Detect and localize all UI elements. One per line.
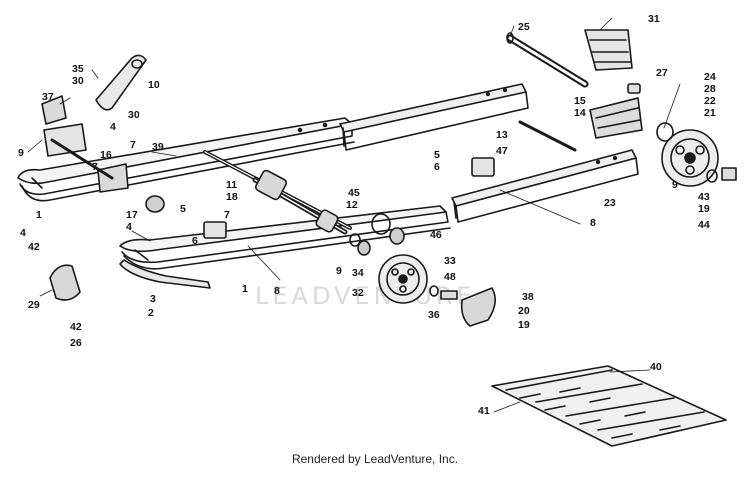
- callout-50: 47: [496, 145, 508, 157]
- rear-axle-bracket: [589, 97, 643, 139]
- callout-4: 30: [128, 109, 140, 121]
- callout-56: 44: [698, 219, 710, 231]
- callout-49: 13: [496, 129, 508, 141]
- callout-37: 38: [522, 291, 534, 303]
- bumper: [145, 195, 165, 213]
- washer-rear: [706, 169, 718, 183]
- callout-18: 4: [20, 227, 26, 239]
- rear-bracket: [584, 29, 633, 71]
- callout-42: 27: [656, 67, 668, 79]
- callout-27: 8: [274, 285, 280, 297]
- callout-43: 24: [704, 71, 716, 83]
- rail-right-lower: [451, 149, 639, 223]
- rail-left-lower: [119, 205, 451, 270]
- footer-credit: Rendered by LeadVenture, Inc.: [291, 452, 459, 466]
- callout-2: 10: [148, 79, 160, 91]
- callout-38: 20: [518, 305, 530, 317]
- callout-15: 5: [180, 203, 186, 215]
- callout-24: 42: [70, 321, 82, 333]
- bushing: [389, 227, 405, 245]
- callout-60: 41: [478, 405, 490, 417]
- callout-59: 40: [650, 361, 662, 373]
- cap-rear: [721, 167, 737, 181]
- callout-11: 1: [36, 209, 42, 221]
- spacer-tube: [440, 290, 458, 300]
- callout-47: 15: [574, 95, 586, 107]
- callout-6: 7: [130, 139, 136, 151]
- callout-1: 30: [72, 75, 84, 87]
- callout-58: 8: [590, 217, 596, 229]
- rod: [518, 120, 577, 152]
- shock-mount: [460, 287, 496, 327]
- callout-44: 28: [704, 83, 716, 95]
- callout-35: 48: [444, 271, 456, 283]
- callout-52: 6: [434, 161, 440, 173]
- callout-8: 9: [18, 147, 24, 159]
- callout-22: 3: [150, 293, 156, 305]
- callout-41: 31: [648, 13, 660, 25]
- callout-36: 36: [428, 309, 440, 321]
- callout-12: 11: [226, 179, 237, 191]
- clip: [627, 83, 641, 94]
- callout-40: 25: [518, 21, 530, 33]
- callout-54: 43: [698, 191, 710, 203]
- wear-strip: [119, 259, 211, 289]
- callout-5: 4: [110, 121, 116, 133]
- idler-wheel-rear: [661, 129, 719, 187]
- callout-23: 2: [148, 307, 154, 319]
- callout-33: 32: [352, 287, 364, 299]
- spacer: [357, 240, 371, 256]
- callout-53: 9: [672, 179, 678, 191]
- block-front: [203, 221, 227, 239]
- rail-left-upper: [17, 117, 355, 202]
- callout-3: 37: [42, 91, 54, 103]
- idler-wheel-front: [378, 254, 428, 304]
- callout-48: 14: [574, 107, 586, 119]
- callout-17: 4: [126, 221, 132, 233]
- callout-30: 46: [430, 229, 442, 241]
- callout-55: 19: [698, 203, 710, 215]
- track-section: [491, 365, 727, 447]
- cross-shaft-rear: [506, 32, 589, 88]
- callout-16: 7: [224, 209, 230, 221]
- callout-29: 12: [346, 199, 358, 211]
- slide-stop: [49, 264, 81, 301]
- callout-7: 16: [100, 149, 112, 161]
- callout-46: 21: [704, 107, 716, 119]
- leader-lines: [27, 17, 681, 413]
- callout-13: 18: [226, 191, 238, 203]
- block-rear: [471, 157, 495, 177]
- callout-51: 5: [434, 149, 440, 161]
- callout-10: 39: [152, 141, 164, 153]
- callout-39: 19: [518, 319, 530, 331]
- callout-45: 22: [704, 95, 716, 107]
- callout-28: 45: [348, 187, 360, 199]
- callout-19: 42: [28, 241, 40, 253]
- callout-34: 33: [444, 255, 456, 267]
- callout-26: 1: [242, 283, 248, 295]
- callout-25: 26: [70, 337, 82, 349]
- bearing: [349, 233, 361, 247]
- idler-axle: [252, 169, 348, 235]
- washer: [429, 285, 439, 297]
- callout-14: 17: [126, 209, 138, 221]
- oring: [371, 213, 391, 235]
- callout-20: 6: [192, 235, 198, 247]
- callout-0: 35: [72, 63, 84, 75]
- callout-9: 7: [92, 161, 98, 173]
- torque-arm: [95, 54, 147, 111]
- oring-rear: [656, 122, 674, 142]
- callout-31: 9: [336, 265, 342, 277]
- front-arm-brackets: [41, 95, 129, 193]
- rail-right-upper: [339, 83, 529, 151]
- callout-21: 29: [28, 299, 40, 311]
- callout-57: 23: [604, 197, 616, 209]
- callout-32: 34: [352, 267, 364, 279]
